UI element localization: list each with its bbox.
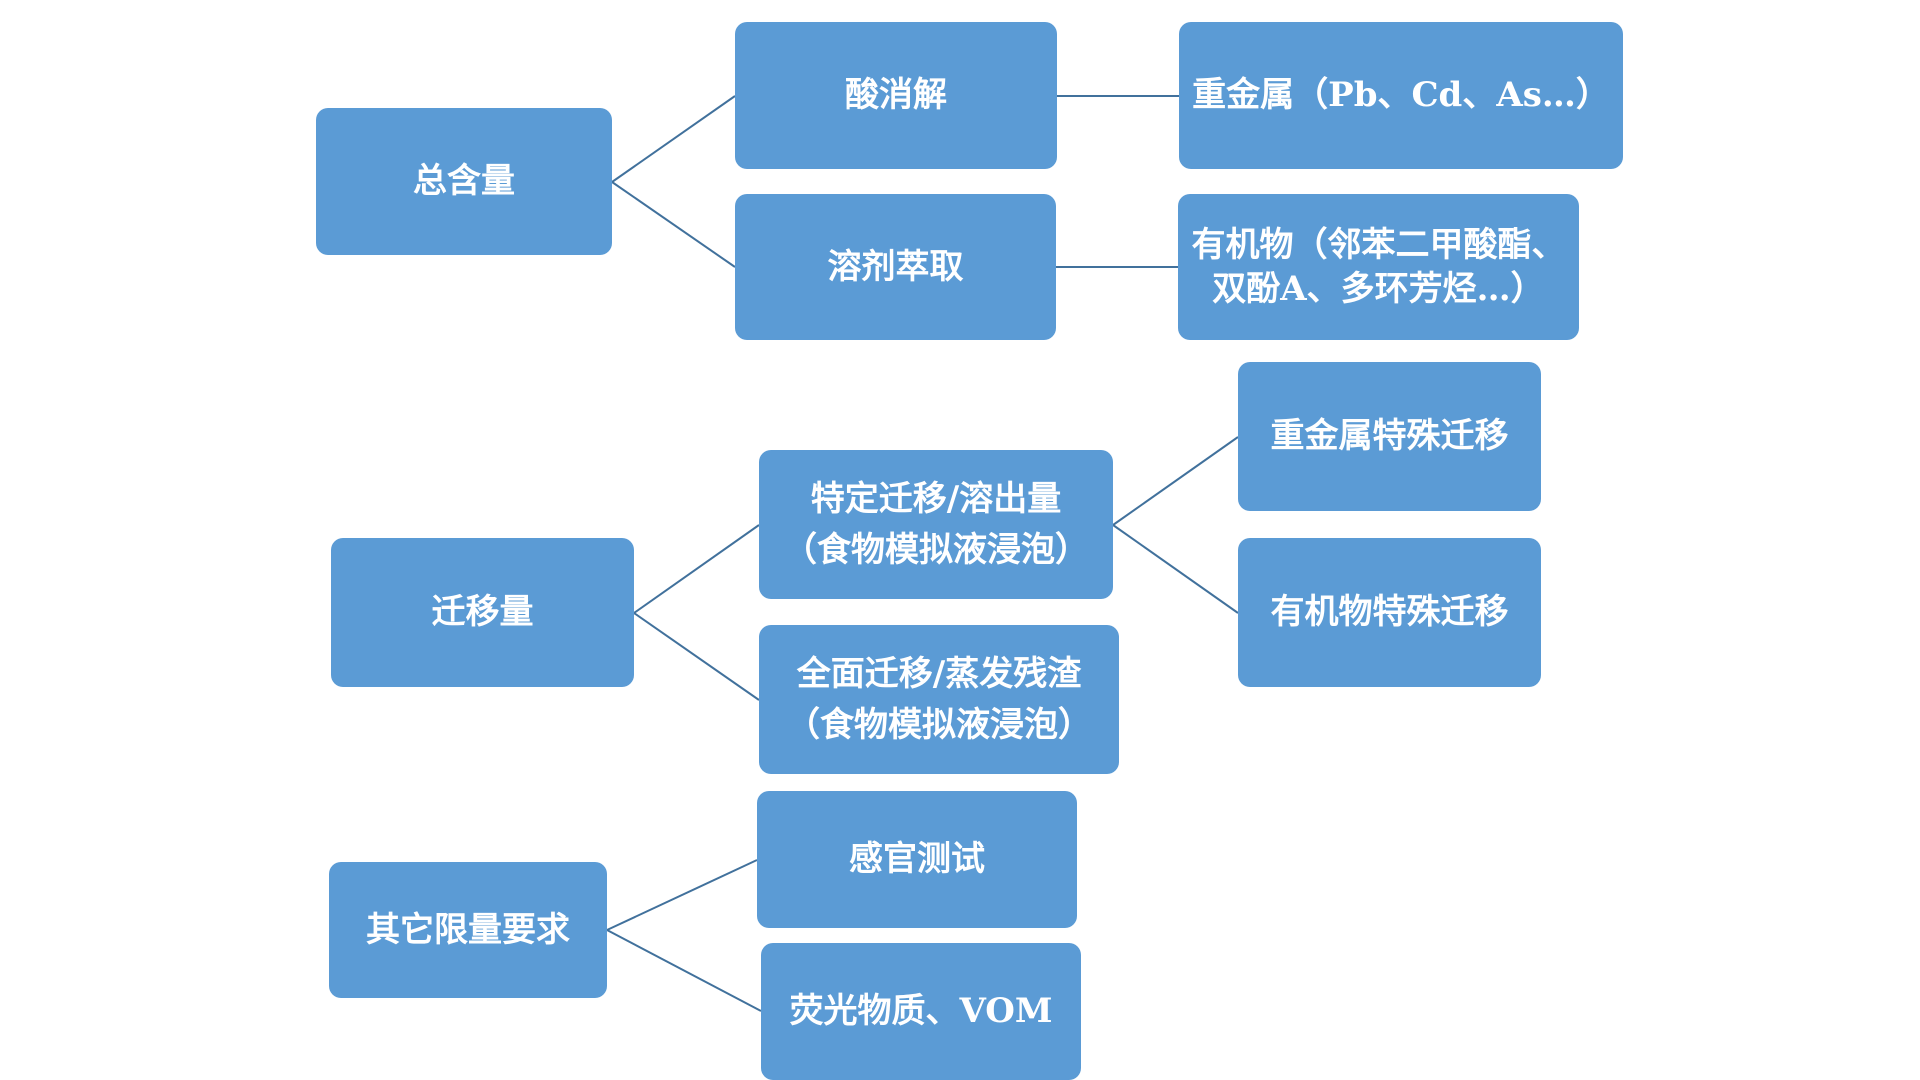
node-acid-digestion: 酸消解 — [735, 22, 1057, 169]
node-fluorescent-vom: 荧光物质、VOM — [761, 943, 1081, 1080]
node-label: 有机物（邻苯二甲酸酯、 双酚A、多环芳烃…） — [1191, 224, 1566, 309]
node-label: 有机物特殊迁移 — [1270, 592, 1509, 632]
connector-migration-overall — [633, 612, 760, 701]
node-label: 荧光物质、VOM — [789, 991, 1053, 1031]
connector-specific-heavymetal — [1112, 436, 1239, 526]
connector-other-fluorescent — [606, 929, 762, 1012]
node-organic-specific-migration: 有机物特殊迁移 — [1238, 538, 1541, 687]
node-organics: 有机物（邻苯二甲酸酯、 双酚A、多环芳烃…） — [1178, 194, 1579, 340]
node-label: 酸消解 — [845, 75, 947, 115]
node-migration: 迁移量 — [331, 538, 634, 687]
connector-migration-specific — [633, 524, 760, 614]
node-label: 其它限量要求 — [366, 909, 570, 950]
node-label: 特定迁移/溶出量 （食物模拟液浸泡） — [783, 478, 1089, 570]
node-other-limits: 其它限量要求 — [329, 862, 607, 998]
connector-total-acid — [611, 95, 736, 183]
node-total-content: 总含量 — [316, 108, 612, 255]
connector-other-sensory — [606, 859, 758, 931]
node-label: 总含量 — [413, 161, 515, 201]
node-overall-migration: 全面迁移/蒸发残渣 （食物模拟液浸泡） — [759, 625, 1119, 774]
node-heavy-metals: 重金属（Pb、Cd、As…） — [1179, 22, 1623, 169]
node-heavy-metal-specific-migration: 重金属特殊迁移 — [1238, 362, 1541, 511]
node-sensory-test: 感官测试 — [757, 791, 1077, 928]
node-label: 全面迁移/蒸发残渣 （食物模拟液浸泡） — [786, 653, 1092, 745]
node-solvent-extraction: 溶剂萃取 — [735, 194, 1056, 340]
node-label: 溶剂萃取 — [827, 246, 964, 287]
node-label: 重金属（Pb、Cd、As…） — [1192, 75, 1610, 115]
connector-total-solvent — [611, 181, 736, 268]
node-specific-migration: 特定迁移/溶出量 （食物模拟液浸泡） — [759, 450, 1113, 599]
node-label: 感官测试 — [849, 839, 985, 879]
node-label: 迁移量 — [431, 592, 534, 632]
node-label: 重金属特殊迁移 — [1270, 416, 1509, 456]
connector-specific-organic — [1112, 524, 1239, 614]
